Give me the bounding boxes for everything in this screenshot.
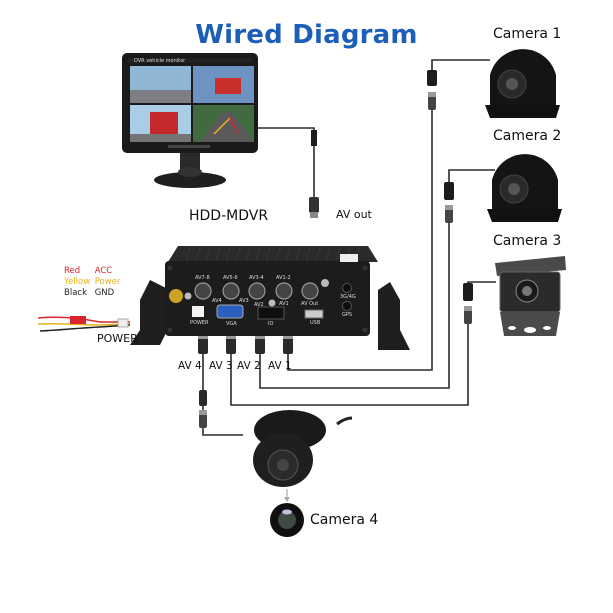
- wire-color-black: Black: [64, 288, 87, 298]
- dvr-port-label-3g4g: 3G/4G: [340, 294, 356, 300]
- power-wire-legend: Red ACC Yellow Power Black GND: [64, 266, 120, 299]
- power-legend-row-red: Red ACC: [64, 266, 120, 277]
- dvr-port-label-av34: AV3-4: [249, 275, 264, 281]
- wire-camera2-lead: [448, 169, 495, 182]
- dvr-port-label-gps: GPS: [342, 312, 353, 318]
- wire-function-power: Power: [94, 277, 121, 287]
- av-out-label: AV out: [336, 208, 372, 221]
- dvr-port-gps: [342, 301, 352, 311]
- wire-av2-camera2: [259, 218, 450, 389]
- camera-3-label: Camera 3: [493, 233, 562, 249]
- monitor-stand-base: [154, 172, 226, 188]
- dvr-port-label-av56: AV5-6: [223, 275, 238, 281]
- dvr-unit: [130, 246, 410, 350]
- wire-function-acc: ACC: [94, 266, 113, 276]
- dvr-port-av56: [222, 282, 240, 300]
- camera-2-device: [487, 154, 562, 222]
- dvr-port-label-av12: AV1-2: [276, 275, 291, 281]
- dvr-port-av12: [275, 282, 293, 300]
- wire-color-red: Red: [64, 266, 81, 276]
- wire-color-yellow: Yellow: [64, 277, 91, 287]
- dvr-port-label-io: IO: [268, 321, 274, 327]
- diagram-title: Wired Diagram: [195, 20, 418, 50]
- channel-label-av3: AV 3: [209, 360, 233, 372]
- dvr-port-power: [192, 306, 204, 317]
- dvr-port-label-av3: AV3: [239, 298, 249, 304]
- dvr-port-avout: [301, 282, 319, 300]
- wire-function-gnd: GND: [94, 288, 115, 298]
- dvr-port-io: [257, 306, 285, 320]
- dvr-bracket-left: [130, 280, 170, 345]
- wire-av1-camera1: [287, 110, 433, 371]
- power-harness: [37, 316, 131, 332]
- dvr-port-3g4g: [342, 283, 352, 293]
- dvr-port-label-power: POWER: [190, 320, 209, 326]
- power-legend-row-yellow: Yellow Power: [64, 277, 120, 288]
- connectors: [198, 70, 473, 428]
- camera-1-label: Camera 1: [493, 26, 562, 42]
- wire-camera1-lead: [431, 59, 490, 70]
- wire-av3-camera3: [230, 320, 469, 406]
- dvr-port-label-av4: AV4: [212, 298, 222, 304]
- dvr-port-av78: [194, 282, 212, 300]
- dvr-port-label-avout: AV Out: [301, 301, 319, 307]
- connector-avout-tip: [310, 212, 318, 218]
- monitor-screen-header: DVR vehicle monitor: [134, 58, 186, 64]
- camera-1-device: [485, 49, 560, 118]
- dvr-port-label-av2: AV2: [254, 302, 264, 308]
- dvr-sticker: [340, 254, 358, 262]
- power-legend-row-black: Black GND: [64, 288, 120, 299]
- dvr-port-label-vga: VGA: [226, 321, 237, 327]
- monitor-stand-neck: [180, 153, 200, 171]
- channel-label-av2: AV 2: [237, 360, 261, 372]
- camera-3-device: [495, 256, 566, 336]
- dvr-top: [168, 246, 378, 262]
- wire-av4-camera4: [202, 352, 243, 436]
- connector-camera2-male: [444, 182, 454, 200]
- dvr-bracket-right: [378, 282, 410, 350]
- dvr-port-av34: [248, 282, 266, 300]
- dvr-port-label-av78: AV7-8: [195, 275, 210, 281]
- camera-2-label: Camera 2: [493, 128, 562, 144]
- monitor: [122, 53, 258, 188]
- camera-4-label: Camera 4: [310, 512, 379, 528]
- connector-avout-plug: [309, 197, 319, 213]
- channel-label-av1: AV 1: [268, 360, 292, 372]
- dvr-label: HDD-MDVR: [189, 208, 269, 224]
- dvr-port-vga: [216, 304, 244, 319]
- dvr-port-label-av1: AV1: [279, 301, 289, 307]
- channel-label-av4: AV 4: [178, 360, 202, 372]
- monitor-screen-header-bar: [128, 58, 252, 63]
- connector-camera1-male: [427, 70, 437, 86]
- power-label: POWER: [97, 332, 138, 345]
- dvr-gold-key: [169, 289, 183, 303]
- power-wire-black: [39, 324, 131, 332]
- dvr-port-usb: [304, 309, 324, 319]
- power-wire-yellow: [37, 322, 131, 326]
- connector-camera4-male: [199, 390, 207, 406]
- camera-4-device: [253, 410, 353, 537]
- connector-monitor-inline: [311, 130, 317, 146]
- connector-camera3-male: [463, 283, 473, 301]
- power-fuse-holder: [70, 316, 86, 324]
- wire-monitor-avout: [258, 127, 315, 200]
- power-plug: [117, 318, 129, 328]
- dvr-port-label-usb: USB: [310, 320, 321, 326]
